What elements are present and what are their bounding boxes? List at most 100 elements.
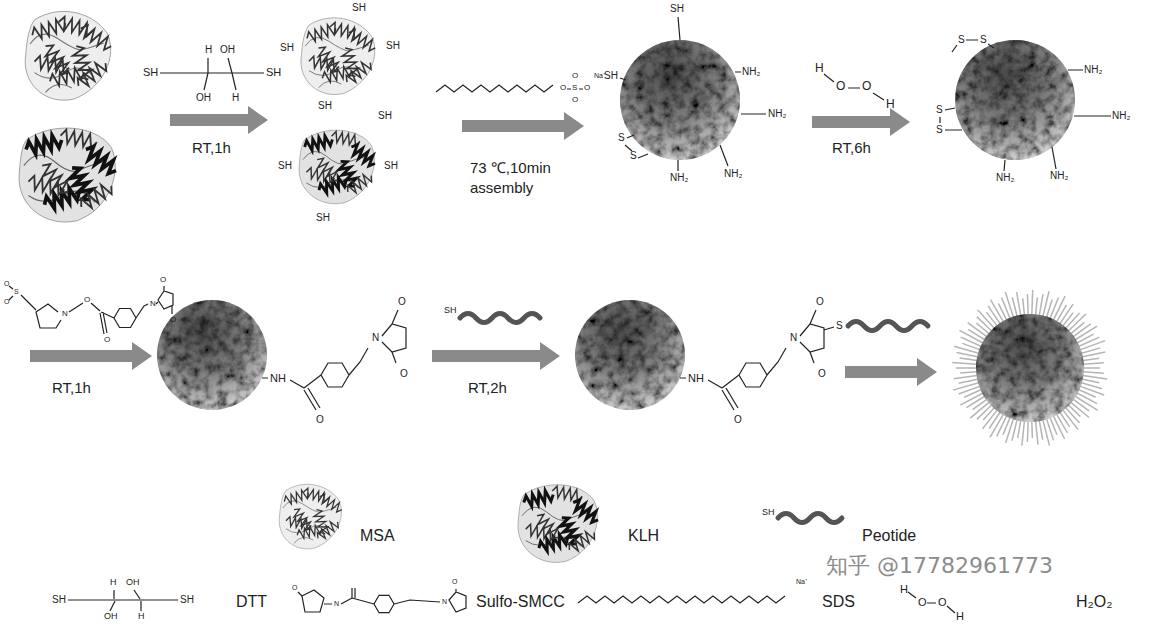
atom-label: H [886, 98, 895, 111]
atom-label: S [936, 104, 943, 115]
legend-label: DTT [236, 593, 267, 611]
atom-label: SH [266, 66, 281, 78]
art-path [845, 358, 937, 386]
atom-label: SH [280, 42, 294, 53]
condition-label: RT,1h [52, 380, 91, 397]
art-line [1080, 375, 1108, 379]
art-path [170, 106, 268, 134]
art-path [160, 58, 264, 90]
atom-label: S [936, 124, 943, 135]
atom-label: O [584, 84, 590, 93]
art-line [1006, 416, 1015, 444]
atom-label: O [560, 84, 566, 93]
art-path [824, 327, 834, 330]
atom-label: SH [180, 594, 194, 605]
condition-label: RT,2h [468, 380, 507, 397]
atom-label: O [160, 276, 166, 285]
atom-label: NH₂ [742, 66, 760, 77]
atom-label: O [4, 280, 9, 288]
condition-label: assembly [470, 180, 533, 197]
art-g [262, 85, 834, 603]
atom-label: H [205, 44, 212, 55]
atom-label: O [836, 80, 845, 93]
atom-label: SH [143, 66, 158, 78]
atom-label: N [790, 332, 797, 343]
atom-label: SH [352, 2, 366, 13]
atom-label: O [4, 298, 9, 306]
art-use [518, 485, 601, 563]
atom-label: O [452, 578, 457, 586]
atom-label: OH [196, 92, 211, 103]
legend-label: KLH [628, 527, 659, 545]
atom-label: O [572, 72, 578, 81]
art-path [824, 74, 884, 100]
atom-label: O [400, 368, 408, 379]
atom-label: O [816, 296, 824, 307]
atom-label: S [630, 150, 637, 161]
atom-label: NH₂ [768, 108, 786, 119]
art-use [279, 484, 344, 549]
atom-label: O [170, 316, 176, 325]
legend-label: SDS [822, 593, 855, 611]
legend-label: Peotide [862, 527, 916, 545]
atom-label: O [862, 80, 871, 93]
atom-label: SH [604, 70, 618, 81]
atom-label: S [958, 34, 965, 45]
art-g [952, 290, 1107, 446]
art-line [1077, 341, 1105, 351]
atom-label: SH [670, 3, 684, 14]
atom-label: NH₂ [1084, 64, 1102, 75]
art-line [1017, 292, 1022, 319]
art-path [30, 342, 152, 370]
atom-label: N [150, 300, 156, 309]
art-line [953, 382, 982, 390]
condition-label: RT,6h [832, 140, 871, 157]
atom-label: SH [444, 306, 457, 316]
atom-label: N [62, 310, 68, 319]
atom-label: O [104, 336, 110, 345]
watermark: 知乎 @17782961773 [826, 554, 1053, 578]
atom-label: N [442, 598, 447, 606]
art-line [1005, 292, 1014, 321]
art-line [954, 346, 982, 354]
atom-label: SH [384, 160, 398, 171]
atom-label: O [818, 368, 826, 379]
condition-label: 73 ℃,10min [470, 160, 551, 177]
art-line [1042, 417, 1049, 446]
art-line [1022, 418, 1025, 446]
atom-label: NH₂ [1050, 170, 1068, 181]
art-line [1079, 352, 1105, 358]
art-path [68, 590, 178, 611]
atom-label: H [956, 610, 964, 622]
art-circle [620, 40, 740, 160]
art-line [952, 363, 980, 365]
atom-label: S [14, 288, 19, 296]
atom-label: O [84, 296, 90, 305]
legend-label: H₂O₂ [1076, 593, 1112, 611]
art-path [680, 310, 824, 410]
atom-label: O [734, 414, 742, 425]
atom-label: Na⁺ [594, 72, 605, 80]
art-path [460, 314, 540, 323]
atom-label: S [980, 34, 987, 45]
atom-label: H [900, 583, 908, 595]
atom-label: O [292, 584, 297, 592]
atom-label: SH [52, 594, 66, 605]
art-use [25, 11, 114, 100]
atom-label: NH [688, 372, 704, 384]
art-path [940, 40, 1111, 171]
art-g [460, 314, 928, 523]
art-path [620, 17, 766, 171]
art-path [432, 342, 560, 370]
art-line [1035, 418, 1038, 445]
condition-label: RT,1h [192, 140, 231, 157]
art-line [1042, 291, 1049, 319]
atom-label: OH [104, 612, 118, 622]
art-path [848, 322, 928, 331]
atom-label: N [334, 600, 339, 608]
atom-label: S [618, 132, 625, 143]
art-use [299, 130, 378, 204]
atom-label: O [938, 596, 947, 608]
atom-label: SH [378, 110, 392, 121]
atom-label: NH₂ [1112, 110, 1130, 121]
